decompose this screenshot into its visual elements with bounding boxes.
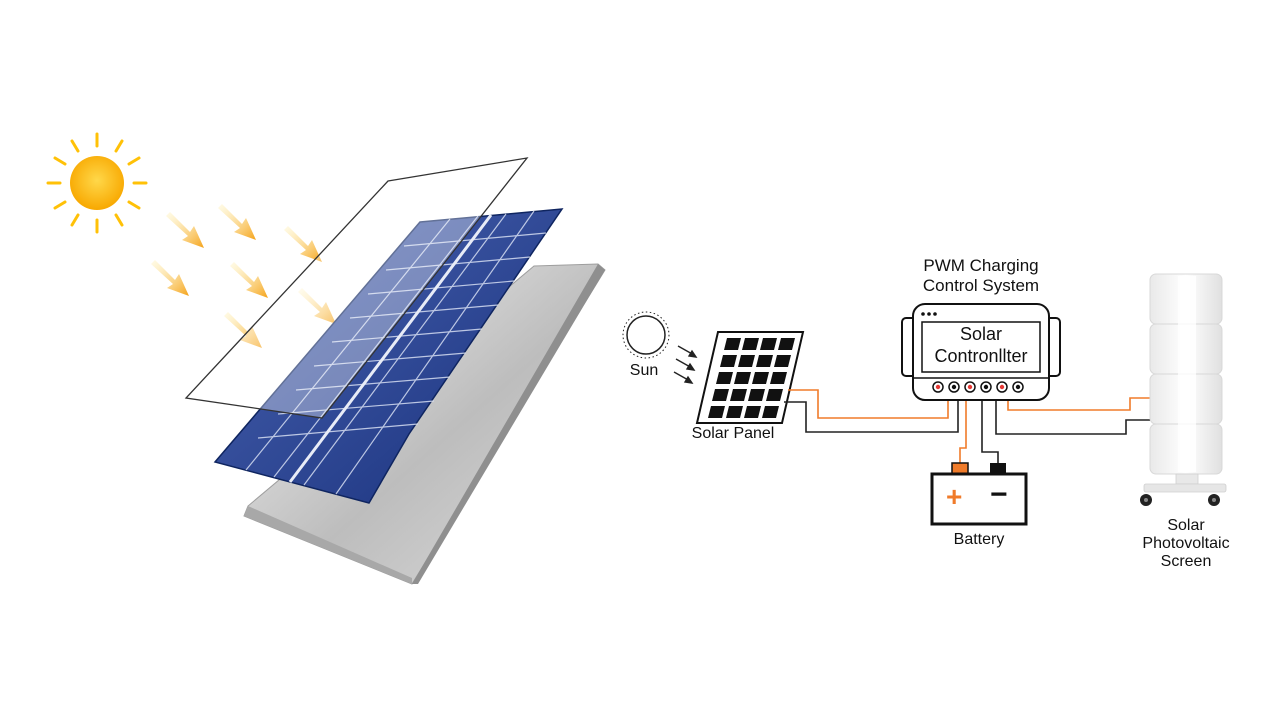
arrow-icon [284,226,322,262]
sunlight-arrows [151,204,336,348]
controller-terminals [932,381,1024,393]
screen-label-line-1: Solar [1167,517,1205,534]
controller-heading-line-1: PWM Charging [923,256,1039,275]
sun-label: Sun [629,362,659,379]
solar-panel-icon [695,331,805,424]
panel-backsheet [243,263,606,585]
arrow-icon [224,312,262,348]
battery-icon [930,462,1028,526]
arrow-icon [218,204,256,240]
arrow-icon [166,212,204,248]
sun-icon [46,132,148,234]
wheel-icon [1208,494,1220,506]
screen-label-line-2: Photovoltaic [1142,535,1230,552]
arrow-icon [298,288,336,324]
wheel-icon [1140,494,1152,506]
screen-label-line-3: Screen [1160,553,1212,570]
battery-minus-sign: − [990,478,1008,511]
controller-heading-line-2: Control System [922,276,1040,295]
arrow-icon [230,262,268,298]
sun-outline-icon [622,311,670,359]
arrow-icon [151,260,189,296]
battery-plus-sign: + [946,481,963,512]
glass-layer [184,157,529,419]
controller-icon [901,303,1061,401]
solar-cell-layer [213,208,564,504]
sun-ray-arrows [673,345,698,384]
controller-body-line-2: Contronllter [934,346,1028,366]
battery-label: Battery [953,531,1005,548]
solar-panel-label: Solar Panel [691,425,775,442]
wiring [784,389,1150,464]
controller-body-line-1: Solar [959,324,1003,344]
screen-icon [1140,273,1227,506]
